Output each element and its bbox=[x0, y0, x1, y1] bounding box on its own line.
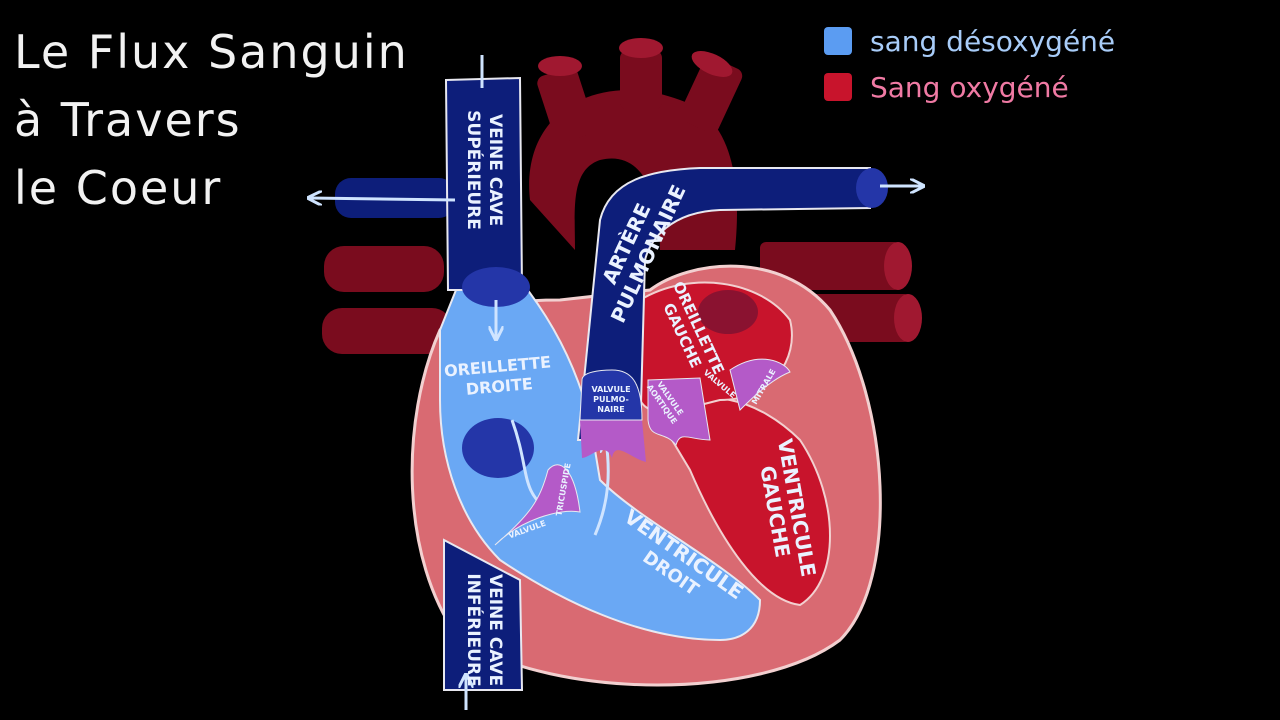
title-line-1: Le Flux Sanguin bbox=[14, 25, 409, 79]
pulmonary-valve bbox=[579, 369, 646, 462]
pulmonary-valve-label-2: PULMO- bbox=[593, 395, 629, 404]
svc-label: VEINE CAVE SUPÉRIEURE bbox=[463, 110, 505, 230]
mitral-valve bbox=[729, 358, 791, 411]
legend-item-oxygenated: Sang oxygéné bbox=[824, 64, 1115, 110]
pulmonary-veins-left bbox=[322, 246, 452, 354]
aortic-valve bbox=[647, 377, 711, 447]
ivc-label-line2: INFÉRIEURE bbox=[463, 573, 485, 686]
pulmonary-artery bbox=[576, 167, 922, 441]
pulmonary-valve-label-3: NAIRE bbox=[597, 405, 625, 414]
left-atrium-opening bbox=[698, 290, 758, 334]
pulmonary-valve-label-1: VALVULE bbox=[591, 385, 630, 394]
tricuspid-valve bbox=[494, 464, 581, 546]
superior-vena-cava bbox=[310, 55, 530, 338]
title-line-2: à Travers bbox=[14, 93, 242, 147]
ivc-label: VEINE CAVE INFÉRIEURE bbox=[463, 573, 505, 686]
oxygenated-label: Sang oxygéné bbox=[870, 70, 1069, 104]
legend: sang désoxygéné Sang oxygéné bbox=[824, 18, 1115, 110]
title-line-3: le Coeur bbox=[14, 161, 223, 215]
svc-label-line1: VEINE CAVE bbox=[485, 114, 505, 226]
inferior-vena-cava bbox=[443, 538, 524, 691]
deoxygenated-swatch bbox=[824, 27, 852, 55]
left-ventricle bbox=[658, 397, 831, 607]
svc-label-line2: SUPÉRIEURE bbox=[463, 110, 485, 230]
ivc-label-line1: VEINE CAVE bbox=[485, 574, 505, 686]
diagram-title: Le Flux Sanguin à Travers le Coeur bbox=[14, 18, 434, 222]
oxygenated-swatch bbox=[824, 73, 852, 101]
legend-item-deoxygenated: sang désoxygéné bbox=[824, 18, 1115, 64]
deoxygenated-label: sang désoxygéné bbox=[870, 24, 1116, 58]
pulmonary-valve-label: VALVULE PULMO- NAIRE bbox=[591, 385, 630, 414]
